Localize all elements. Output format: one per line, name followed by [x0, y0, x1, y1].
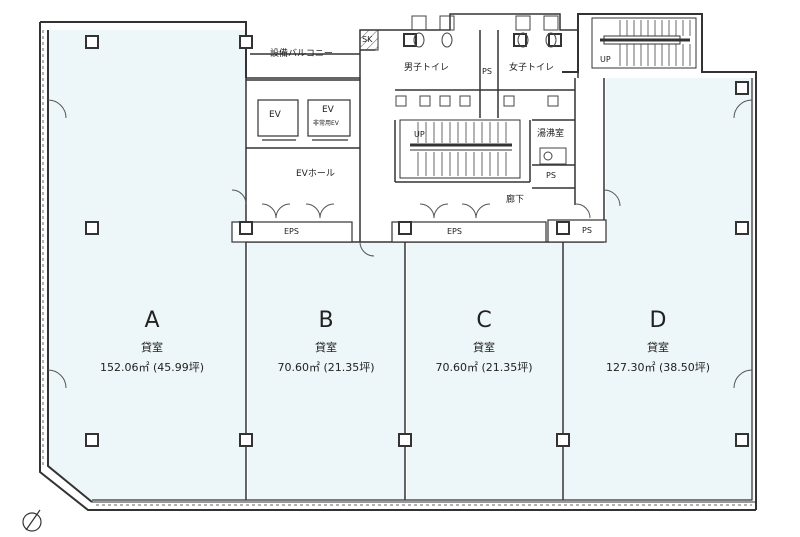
- column: [548, 33, 562, 47]
- womens-toilet-label: 女子トイレ: [509, 63, 555, 73]
- room-b-fill: [248, 243, 405, 500]
- eps-label-b: EPS: [284, 227, 299, 236]
- main-stair-up-label: UP: [414, 130, 425, 139]
- west-curtain-wall: [42, 30, 752, 506]
- room-c-fill: [407, 243, 562, 500]
- room-c-area: 70.60㎡ (21.35坪): [435, 361, 533, 374]
- room-d-letter: D: [649, 308, 667, 333]
- toilet-fixtures: [395, 15, 567, 165]
- elevator-cars: [257, 99, 351, 141]
- column: [556, 221, 570, 235]
- main-stair-treads: [417, 122, 507, 176]
- column: [513, 33, 527, 47]
- kitchenette-label: 湯沸室: [537, 129, 565, 139]
- ps-label-kitchen: PS: [546, 171, 556, 180]
- room-c-letter: C: [476, 308, 492, 333]
- room-a-area: 152.06㎡ (45.99坪): [99, 361, 205, 374]
- main-stair: [399, 119, 521, 179]
- eps-label-c: EPS: [447, 227, 462, 236]
- room-b-letter: B: [318, 308, 334, 333]
- ps-label-d: PS: [582, 226, 592, 235]
- north-arrow-icon: [22, 509, 42, 532]
- corridor-label: 廊下: [506, 195, 525, 205]
- column: [85, 35, 99, 49]
- column: [735, 81, 749, 95]
- room-d-area: 127.30㎡ (38.50坪): [605, 361, 711, 374]
- ev-2-label: EV: [322, 105, 334, 115]
- mens-toilet-label: 男子トイレ: [404, 63, 450, 73]
- ne-stair-treads: [619, 20, 691, 66]
- column: [239, 221, 253, 235]
- column: [403, 33, 417, 47]
- column: [239, 433, 253, 447]
- room-d-type: 貸室: [647, 341, 669, 354]
- room-a-letter: A: [144, 308, 160, 333]
- column: [398, 221, 412, 235]
- column: [85, 433, 99, 447]
- room-a-fill: [48, 30, 246, 500]
- ps-label-toilets: PS: [482, 67, 492, 76]
- room-b-area: 70.60㎡ (21.35坪): [277, 361, 375, 374]
- balcony-hatch: [359, 29, 379, 51]
- column: [239, 35, 253, 49]
- room-a-type: 貸室: [141, 341, 163, 354]
- room-c-type: 貸室: [473, 341, 495, 354]
- equipment-balcony-label: 設備バルコニー: [270, 49, 333, 59]
- ne-stair-up-label: UP: [600, 55, 611, 64]
- emergency-ev-label: 非常用EV: [313, 120, 339, 127]
- eps-bands: [231, 219, 607, 243]
- column: [398, 433, 412, 447]
- column: [85, 221, 99, 235]
- column: [735, 221, 749, 235]
- room-b-type: 貸室: [315, 341, 337, 354]
- room-d-fill: [564, 78, 754, 500]
- core-walls: [245, 13, 605, 500]
- doors: [47, 99, 753, 389]
- sk-label: SK: [362, 35, 373, 44]
- column: [735, 433, 749, 447]
- column: [556, 433, 570, 447]
- ne-stair: [591, 17, 697, 69]
- ev-hall-label: EVホール: [296, 169, 335, 179]
- ev-1-label: EV: [269, 110, 281, 120]
